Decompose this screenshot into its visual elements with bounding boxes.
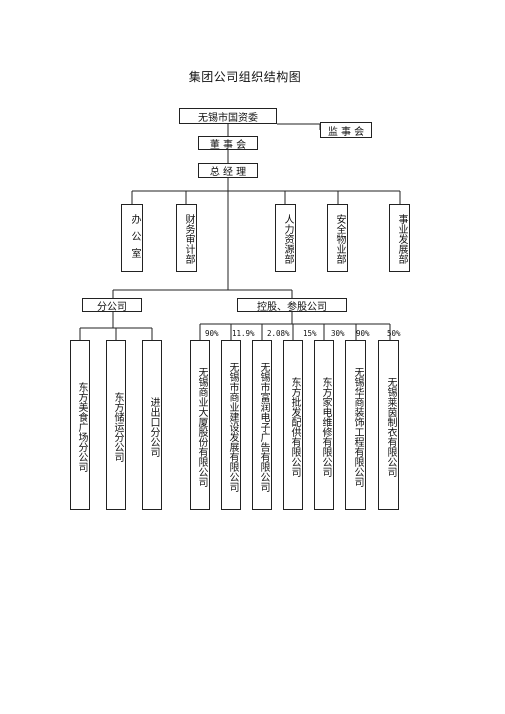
chart-title: 集团公司组织结构图	[188, 70, 302, 84]
node-sasac: 无锡市国资委	[179, 108, 277, 124]
node-gm-label: 总 经 理	[209, 167, 247, 178]
node-supervisory-label: 监 事 会	[327, 126, 365, 138]
pct-appliance-repair: 30%	[331, 329, 345, 338]
node-supervisory-board: 监 事 会	[320, 122, 372, 138]
pct-commercial-construction: 11.9%	[232, 329, 255, 338]
pct-wholesale-distribution: 15%	[303, 329, 317, 338]
node-board-of-directors: 董 事 会	[198, 136, 258, 151]
branch-import-export: 进出口分公司	[142, 340, 162, 510]
dept-safety-property: 安全物业部	[327, 204, 348, 272]
dept-office: 办公室	[121, 204, 143, 272]
holding-commercial-building: 无锡商业大厦股份有限公司	[190, 340, 210, 510]
holding-commercial-construction: 无锡市商业建设发展有限公司	[221, 340, 241, 510]
branch-dongfang-food-plaza: 东方美食广场分公司	[70, 340, 90, 510]
node-general-manager: 总 经 理	[198, 163, 258, 178]
branch-dongfang-storage: 东方储运分公司	[106, 340, 126, 510]
pct-commercial-building: 90%	[205, 329, 219, 338]
group-holdings: 控股、参股公司	[237, 298, 347, 313]
node-board-label: 董 事 会	[209, 139, 247, 151]
dept-human-resources: 人力资源部	[275, 204, 296, 272]
holding-furun-advertising: 无锡市富润电子广告有限公司	[252, 340, 272, 510]
group-branches: 分公司	[82, 298, 142, 313]
holding-huashang-decoration: 无锡华商装饰工程有限公司	[345, 340, 366, 510]
pct-laiyin-garments: 50%	[387, 329, 401, 338]
dept-business-development: 事业发展部	[389, 204, 410, 272]
dept-finance-audit: 财务审计部	[176, 204, 197, 272]
pct-huashang-decoration: 90%	[356, 329, 370, 338]
pct-furun-advertising: 2.08%	[267, 329, 290, 338]
node-sasac-label: 无锡市国资委	[198, 112, 258, 124]
holding-appliance-repair: 东方家电维修有限公司	[314, 340, 334, 510]
holding-laiyin-garments: 无锡莱茵制衣有限公司	[378, 340, 399, 510]
holding-wholesale-distribution: 东方批发配供有限公司	[283, 340, 303, 510]
